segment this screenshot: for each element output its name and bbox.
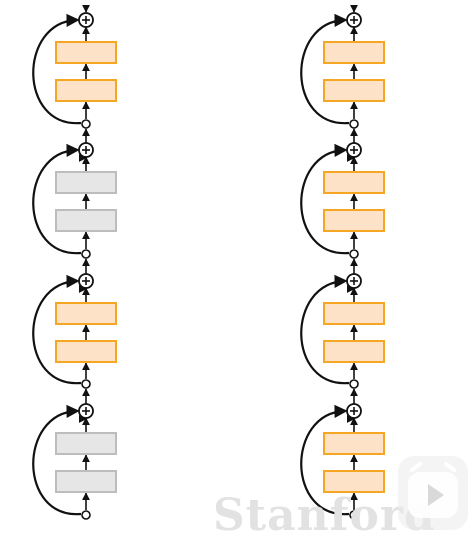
network-left-block1-skip-connection xyxy=(32,143,82,255)
network-left-block3-input-node xyxy=(81,510,91,520)
network-right-block1-layer-upper xyxy=(323,171,385,194)
network-right-block3-skip-connection xyxy=(300,404,350,516)
play-button-icon[interactable] xyxy=(398,456,468,530)
network-right-block3-layer-upper xyxy=(323,432,385,455)
network-left-block3-skip-connection xyxy=(32,404,82,516)
network-left-block0-layer-upper xyxy=(55,41,117,64)
network-right-block0-skip-connection xyxy=(300,13,350,125)
network-left-block3-layer-lower xyxy=(55,470,117,493)
network-right-block0-input-node xyxy=(349,119,359,129)
network-right-block2-layer-upper xyxy=(323,302,385,325)
stanford-watermark: Stanford xyxy=(213,490,436,541)
network-right-block0-layer-upper xyxy=(323,41,385,64)
network-left-block2-layer-lower xyxy=(55,340,117,363)
network-left-block0-input-node xyxy=(81,119,91,129)
network-right-block2-input-node xyxy=(349,379,359,389)
network-right-block2-skip-connection xyxy=(300,274,350,385)
network-left-block2-skip-connection xyxy=(32,274,82,385)
network-right-block0-layer-lower xyxy=(323,79,385,102)
network-right-block2-layer-lower xyxy=(323,340,385,363)
network-left-block1-input-node xyxy=(81,249,91,259)
network-left-block0-skip-connection xyxy=(32,13,82,125)
network-left-block3-layer-upper xyxy=(55,432,117,455)
network-right-block1-input-node xyxy=(349,249,359,259)
network-right-block1-layer-lower xyxy=(323,209,385,232)
network-right-block3-layer-lower xyxy=(323,470,385,493)
network-left-block2-layer-upper xyxy=(55,302,117,325)
network-right-block3-input-node xyxy=(349,510,359,520)
network-left-block1-layer-upper xyxy=(55,171,117,194)
network-right-block1-skip-connection xyxy=(300,143,350,255)
network-left-block0-layer-lower xyxy=(55,79,117,102)
network-left-block1-layer-lower xyxy=(55,209,117,232)
network-left-block2-input-node xyxy=(81,379,91,389)
